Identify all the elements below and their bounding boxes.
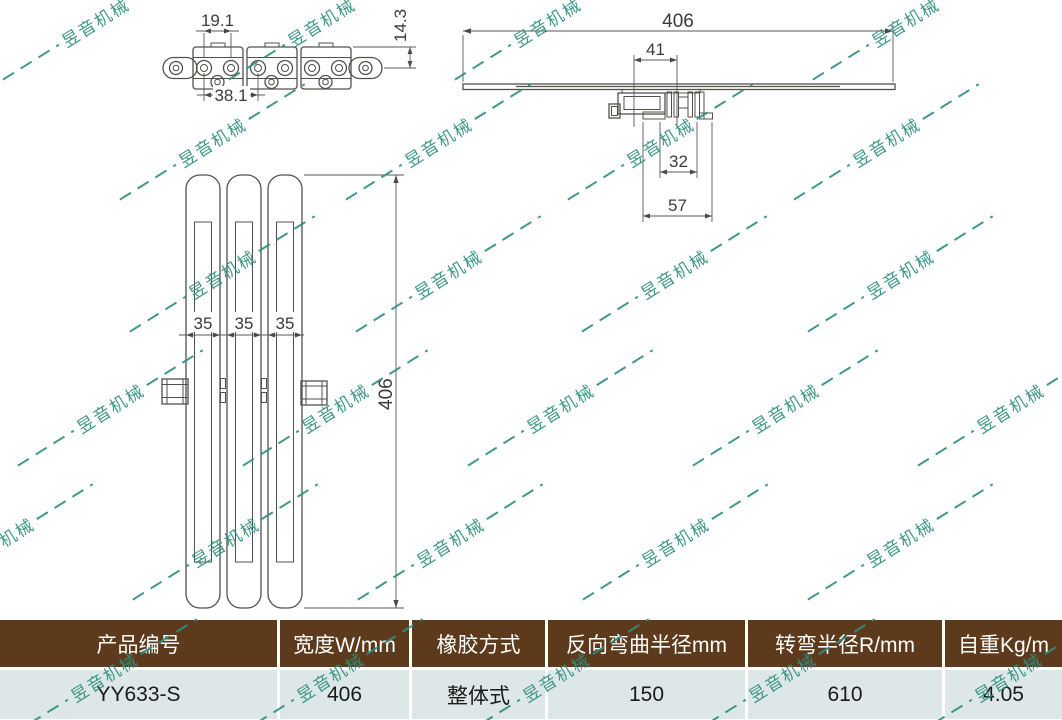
spec-header-weight: 自重Kg/m (945, 620, 1062, 667)
dim-label-41: 41 (646, 40, 665, 59)
spec-header-back-bend-radius: 反向弯曲半径mm (548, 620, 745, 667)
spec-header-turn-radius: 转弯半径R/mm (748, 620, 942, 667)
dim-label-406-width: 406 (662, 11, 694, 32)
chain-module (246, 42, 298, 90)
chain-module (192, 42, 244, 90)
dim-label-35-2: 35 (235, 314, 254, 333)
dim-outer-width: 57 (642, 122, 713, 222)
spec-table: 产品编号 宽度W/mm 橡胶方式 反向弯曲半径mm 转弯半径R/mm 自重Kg/… (0, 620, 1062, 719)
plate-plan-view: 35 35 35 4 (161, 174, 404, 609)
dim-label-19-1: 19.1 (201, 11, 234, 30)
spec-value-product-code: YY633-S (0, 670, 277, 719)
chain-attachment (608, 89, 713, 120)
technical-drawing: 19.1 38.1 14.3 (161, 9, 896, 609)
chain-side-view: 19.1 38.1 14.3 (162, 9, 416, 105)
spec-value-weight: 4.05 (945, 670, 1062, 719)
spec-header-rubber-type: 橡胶方式 (412, 620, 545, 667)
side-chain-link (300, 380, 328, 406)
dim-label-38-1: 38.1 (214, 86, 247, 105)
dim-label-406-length: 406 (376, 378, 397, 410)
dim-link-width: 41 (633, 40, 678, 127)
plate-end-view: 406 41 32 (462, 11, 896, 222)
dim-plate-width: 406 (462, 11, 894, 82)
spec-value-turn-radius: 610 (748, 670, 942, 719)
gap-pins (220, 378, 267, 403)
spec-value-width: 406 (280, 670, 409, 719)
chain-module (300, 42, 352, 90)
dim-label-35-1: 35 (194, 314, 213, 333)
side-chain-link (161, 378, 189, 405)
spec-header-width: 宽度W/mm (280, 620, 409, 667)
spec-value-rubber-type: 整体式 (412, 670, 545, 719)
spec-value-back-bend-radius: 150 (548, 670, 745, 719)
dim-plate3-width: 35 (261, 312, 304, 338)
dim-plate-length: 406 (304, 174, 404, 609)
dim-label-32: 32 (669, 152, 688, 171)
dim-label-35-3: 35 (276, 314, 295, 333)
dim-label-57: 57 (668, 196, 687, 215)
dim-chain-height: 14.3 (353, 9, 416, 69)
dim-inner-width: 32 (659, 122, 698, 178)
dim-plate2-width: 35 (220, 312, 263, 338)
dim-plate1-width: 35 (179, 312, 222, 338)
spec-header-product-code: 产品编号 (0, 620, 277, 667)
dim-roller-pitch: 19.1 (196, 11, 239, 57)
dim-label-14-3: 14.3 (391, 9, 410, 42)
